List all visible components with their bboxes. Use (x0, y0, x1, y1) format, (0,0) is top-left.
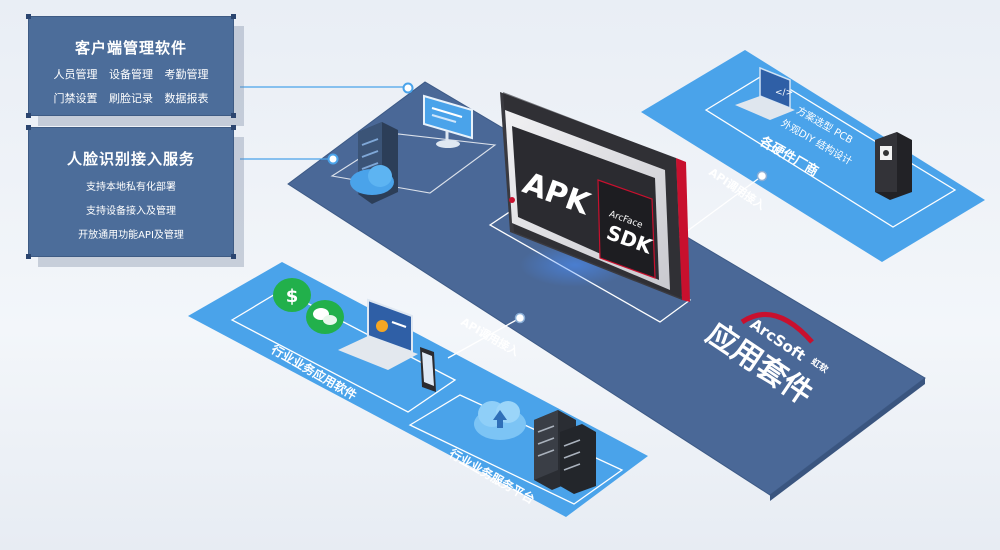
industry-app-frame (230, 289, 457, 413)
app-laptop-icon (338, 298, 418, 370)
face-panel-title: 人脸识别接入服务 (66, 150, 195, 168)
server-rack-icon (534, 410, 596, 494)
laptop-icon: </> (735, 66, 795, 120)
item-face-records: 刷脸记录 (109, 92, 153, 105)
industry-platform (188, 262, 648, 517)
face-service-panel: 人脸识别接入服务 支持本地私有化部署 支持设备接入及管理 开放通用功能API及管… (26, 125, 236, 259)
device-terminal-icon (875, 132, 912, 200)
sdk-card (597, 179, 656, 279)
server-cloud-icon (350, 122, 398, 204)
item-reports: 数据报表 (164, 92, 209, 105)
face-line-3: 开放通用功能API及管理 (78, 230, 184, 241)
apk-tablet: APK ArcFace SDK (500, 92, 690, 302)
client-row-1: 人员管理 设备管理 考勤管理 (29, 66, 233, 82)
api-connector-top-line (674, 175, 763, 241)
item-device: 设备管理 (109, 68, 153, 81)
svg-text:$: $ (286, 286, 299, 307)
cloud-upload-icon (474, 401, 526, 440)
industry-platform-frame (408, 394, 624, 505)
monitor-icon (423, 94, 473, 148)
phone-icon (420, 347, 436, 392)
connector-face-dot (327, 153, 339, 165)
client-row-2: 门禁设置 刷脸记录 数据报表 (29, 90, 233, 106)
item-access: 门禁设置 (53, 92, 98, 105)
payment-icon: $ (273, 278, 311, 312)
api-connector-bottom-line (447, 317, 521, 359)
api-connector-top-dot (756, 170, 768, 182)
face-line-2: 支持设备接入及管理 (86, 206, 176, 217)
client-software-panel: 客户端管理软件 人员管理 设备管理 考勤管理 门禁设置 刷脸记录 数据报表 (26, 14, 236, 118)
hardware-platform-inner (704, 73, 957, 228)
wechat-icon (306, 300, 344, 334)
connector-client-dot (402, 82, 414, 94)
tablet-button (509, 197, 515, 203)
item-personnel: 人员管理 (53, 68, 98, 81)
client-panel-title: 客户端管理软件 (74, 39, 187, 57)
face-line-1: 支持本地私有化部署 (86, 182, 176, 193)
api-connector-bottom-dot (514, 312, 526, 324)
tablet-red-edge (676, 158, 690, 302)
main-platform-edge (770, 378, 925, 501)
svg-text:</>: </> (775, 88, 793, 98)
hardware-platform (641, 50, 985, 262)
item-attendance: 考勤管理 (164, 68, 209, 81)
